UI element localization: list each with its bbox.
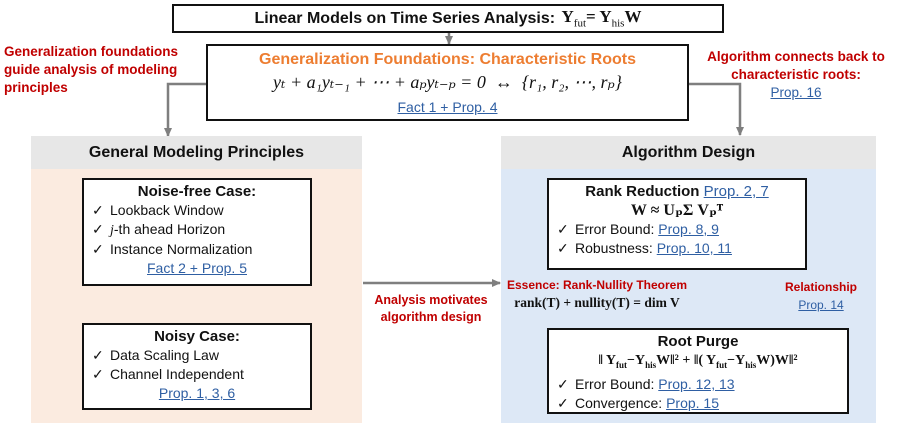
root-purge-formula: ‖ Yfut−YhisW‖² + ‖( Yfut−YhisW)W‖² [598,353,798,370]
noise-free-title: Noise-free Case: [137,183,257,200]
noise-free-box: Noise-free Case: Lookback Window j-th ah… [82,178,312,286]
foundations-heading: Generalization Foundations: Characterist… [259,51,636,68]
algorithm-heading: Algorithm Design [501,136,876,169]
essence-note: Essence: Rank-Nullity Theorem rank(T) + … [501,276,693,312]
noisy-list: Data Scaling Law Channel Independent [90,346,310,384]
noisy-box: Noisy Case: Data Scaling Law Channel Ind… [82,323,312,410]
rank-robustness-ref-link[interactable]: Prop. 10, 11 [656,240,732,256]
root-purge-list: Error Bound: Prop. 12, 13 Convergence: P… [555,375,847,413]
right-note-text: Algorithm connects back to characteristi… [707,49,885,82]
root-purge-box: Root Purge ‖ Yfut−YhisW‖² + ‖( Yfut−Yhis… [547,328,849,414]
algorithm-panel: Algorithm Design Rank Reduction Prop. 2,… [501,136,876,423]
essence-title: Essence: Rank-Nullity Theorem [506,278,688,292]
foundations-ref-link[interactable]: Fact 1 + Prop. 4 [397,99,498,115]
list-item: j-th ahead Horizon [90,220,310,240]
title-equation: Yfut= YhisW [561,7,642,30]
noisy-title: Noisy Case: [154,328,240,345]
arrow-foundations-to-principles [164,82,206,137]
relationship-ref-link[interactable]: Prop. 14 [798,298,844,312]
middle-note: Analysis motivates algorithm design [374,293,488,324]
arrow-algorithm-to-foundations [689,82,744,136]
list-item: Convergence: Prop. 15 [555,394,847,413]
list-item: Instance Normalization [90,240,310,259]
list-item: Data Scaling Law [90,346,310,365]
relationship-label: Relationship [784,280,857,294]
rank-reduction-formula: W ≈ UₚΣ Vₚᵀ [630,202,724,219]
title-prefix: Linear Models on Time Series Analysis: [254,9,560,27]
noise-free-ref-link[interactable]: Fact 2 + Prop. 5 [147,260,247,276]
root-purge-title: Root Purge [657,333,739,350]
essence-formula: rank(T) + nullity(T) = dim V [514,295,680,310]
left-note: Generalization foundations guide analysi… [4,44,179,95]
principles-panel: General Modeling Principles Noise-free C… [31,136,362,423]
rank-reduction-ref-link[interactable]: Prop. 2, 7 [703,183,769,200]
foundations-equation: yₜ + a₁yₜ₋₁ + ⋯ + aₚyₜ₋ₚ = 0 ↔ {r₁, r₂, … [273,72,622,92]
noise-free-list: Lookback Window j-th ahead Horizon Insta… [90,201,310,259]
purge-convergence-ref-link[interactable]: Prop. 15 [666,394,719,411]
list-item: Robustness: Prop. 10, 11 [555,239,805,258]
rank-error-bound-ref-link[interactable]: Prop. 8, 9 [658,221,719,237]
title-box: Linear Models on Time Series Analysis: Y… [172,4,724,33]
rank-reduction-title: Rank Reduction [585,183,700,200]
list-item: Error Bound: Prop. 12, 13 [555,375,847,394]
rank-reduction-box: Rank Reduction Prop. 2, 7 W ≈ UₚΣ Vₚᵀ Er… [547,178,807,270]
foundations-box: Generalization Foundations: Characterist… [206,44,689,121]
right-note-ref-link[interactable]: Prop. 16 [770,85,822,100]
relationship-note: Relationship Prop. 14 [771,278,871,314]
purge-error-bound-ref-link[interactable]: Prop. 12, 13 [658,375,735,392]
list-item: Channel Independent [90,365,310,384]
right-note: Algorithm connects back to characteristi… [690,48,902,102]
list-item: Lookback Window [90,201,310,220]
principles-heading: General Modeling Principles [31,136,362,169]
noisy-ref-link[interactable]: Prop. 1, 3, 6 [158,385,236,401]
list-item: Error Bound: Prop. 8, 9 [555,220,805,239]
rank-reduction-list: Error Bound: Prop. 8, 9 Robustness: Prop… [555,220,805,258]
